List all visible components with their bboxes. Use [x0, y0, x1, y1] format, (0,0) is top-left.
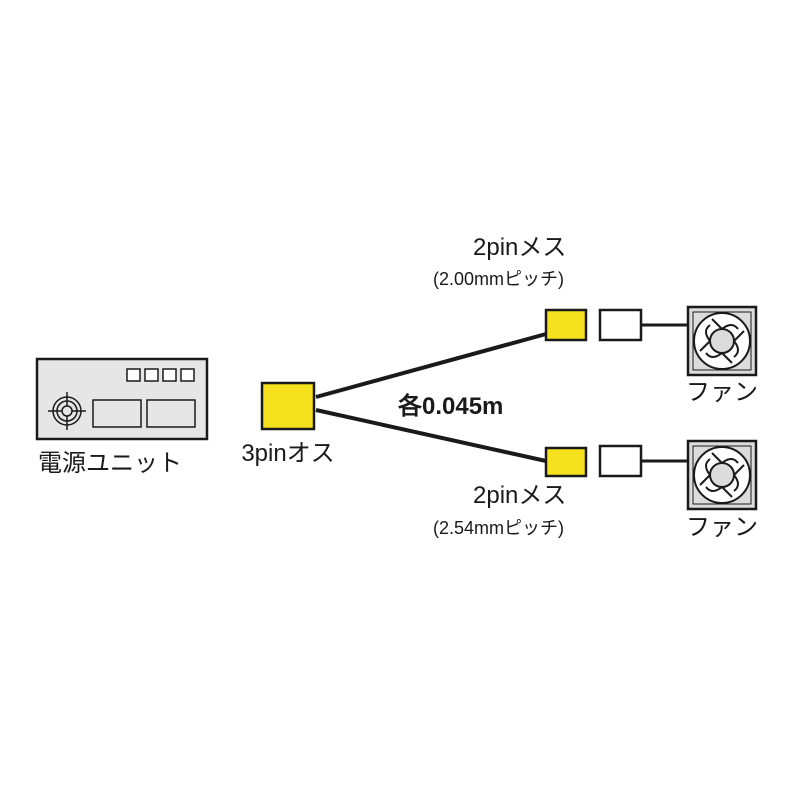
- fan-connector-top: [598, 308, 643, 342]
- connector-top-name: 2pinメス: [473, 234, 567, 261]
- connector-3pin-label: 3pinオス: [241, 440, 335, 467]
- power-unit-fan-icon: [48, 392, 86, 430]
- fan-bottom-icon: [686, 439, 758, 511]
- power-unit: [35, 357, 209, 441]
- cable-length-label: 各0.045m: [398, 393, 504, 420]
- connector-bottom-pitch: (2.54mmピッチ): [433, 518, 565, 538]
- cables: [315, 323, 688, 463]
- fan-bottom-label: ファン: [686, 514, 758, 541]
- connector-3pin-male: [260, 381, 316, 431]
- fan-top-label: ファン: [686, 379, 758, 406]
- fan-connector-bottom: [598, 444, 643, 478]
- connector-2pin-top: [544, 308, 588, 342]
- fan-top-icon: [686, 305, 758, 377]
- connector-2pin-bottom: [544, 446, 588, 478]
- connector-top-pitch: (2.00mmピッチ): [433, 269, 565, 289]
- connector-bottom-name: 2pinメス: [473, 482, 567, 509]
- power-unit-label: 電源ユニット: [38, 450, 182, 477]
